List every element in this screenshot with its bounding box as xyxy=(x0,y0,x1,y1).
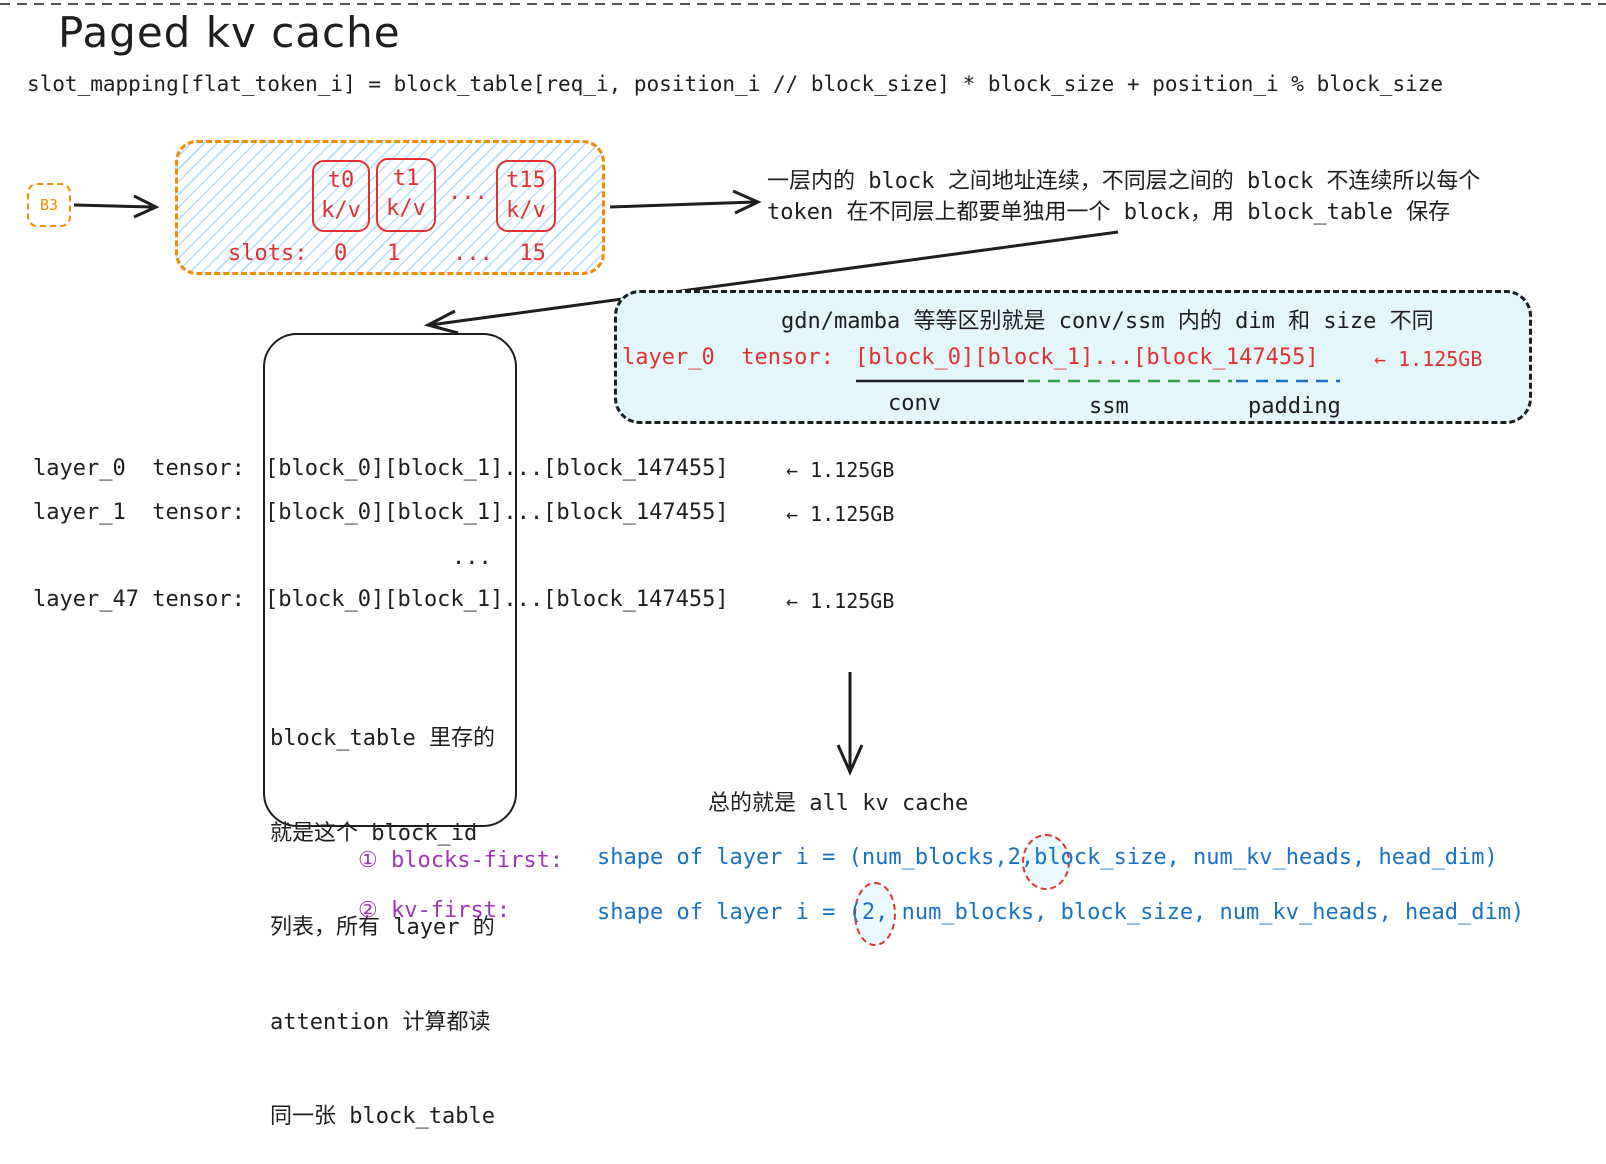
note-line: 列表，所有 layer 的 xyxy=(270,915,495,940)
mamba-tensor: [block_0][block_1]...[block_147455] xyxy=(855,345,1319,370)
shape-post: num_blocks, block_size, num_kv_heads, he… xyxy=(888,900,1525,925)
annotation-line-1: 一层内的 block 之间地址连续，不同层之间的 block 不连续所以每个 xyxy=(767,169,1481,194)
layer-label: layer_0 tensor: xyxy=(33,456,245,481)
total-kv-cache-note: 总的就是 all kv cache xyxy=(708,791,969,816)
layer-blocks-0: [block_0][block_1]...[block_147455] xyxy=(265,456,729,481)
note-line: attention 计算都读 xyxy=(270,1009,491,1035)
page-title: Paged kv cache xyxy=(58,8,401,57)
shape-pre: shape of layer i = (num_blocks, xyxy=(597,845,1008,870)
shape-post: block_size, num_kv_heads, head_dim) xyxy=(1034,845,1498,870)
mamba-layer-label: layer_0 tensor: xyxy=(622,345,834,370)
shape-pre: shape of layer i = xyxy=(597,900,849,925)
slot-kv: k/v xyxy=(386,196,426,221)
block-table-arrow-head xyxy=(423,309,459,335)
shape-label-kv-first: ② kv-first: xyxy=(358,898,511,923)
layer-blocks-1: [block_0][block_1]...[block_147455] xyxy=(265,500,729,525)
slot-t0: t0 k/v xyxy=(312,160,370,232)
slot-token: t15 xyxy=(506,168,546,193)
slot-t15: t15 k/v xyxy=(496,160,556,232)
kv-page-block xyxy=(175,140,605,275)
note-line: 同一张 block_table xyxy=(270,1104,495,1129)
shape-label-blocks-first: ① blocks-first: xyxy=(358,848,564,873)
layer-size-0: ← 1.125GB xyxy=(786,458,895,482)
segment-padding: padding xyxy=(1248,394,1341,419)
layer-label: layer_1 tensor: xyxy=(33,500,245,525)
segment-ssm: ssm xyxy=(1089,394,1129,419)
layer-size-47: ← 1.125GB xyxy=(786,589,895,613)
annotation-arrow-head xyxy=(732,189,762,215)
slot-kv: k/v xyxy=(506,198,546,223)
layer-row-0: layer_0 tensor: xyxy=(33,456,245,481)
annotation-arrow xyxy=(609,200,756,209)
request-arrow-head xyxy=(133,194,160,219)
block-table-box xyxy=(263,333,517,827)
slots-label: slots: 0 1 ... 15 xyxy=(228,241,546,266)
slot-t1: t1 k/v xyxy=(376,158,436,232)
shape-circled: 2, xyxy=(1007,845,1035,870)
layer-size-1: ← 1.125GB xyxy=(786,502,895,526)
note-line: 就是这个 block_id xyxy=(270,820,478,846)
layer-row-47: layer_47 tensor: xyxy=(33,587,245,612)
slot-ellipsis: ... xyxy=(448,180,488,205)
request-arrow xyxy=(73,203,153,209)
slot-kv: k/v xyxy=(321,198,361,223)
layer-label: layer_47 tensor: xyxy=(33,587,245,612)
blocks-first-kv-dim-highlight xyxy=(1022,834,1070,890)
mamba-layout-box xyxy=(614,290,1532,424)
segment-conv: conv xyxy=(888,391,941,416)
kv-first-kv-dim-highlight xyxy=(854,882,896,946)
slot-mapping-formula: slot_mapping[flat_token_i] = block_table… xyxy=(27,72,1444,96)
annotation-line-2: token 在不同层上都要单独用一个 block，用 block_table 保… xyxy=(767,200,1451,225)
shape-circled: (2, xyxy=(848,900,889,925)
shape-kv-first: shape of layer i = (2, num_blocks, block… xyxy=(597,900,1524,925)
mamba-size: ← 1.125GB xyxy=(1374,347,1483,371)
shape-blocks-first: shape of layer i = (num_blocks,2,block_s… xyxy=(597,845,1498,870)
mamba-heading: gdn/mamba 等等区别就是 conv/ssm 内的 dim 和 size … xyxy=(781,309,1434,334)
connector-layer xyxy=(0,3,1606,776)
slot-token: t0 xyxy=(327,168,355,193)
total-arrow-head xyxy=(836,744,864,776)
slot-token: t1 xyxy=(392,166,420,191)
layer-blocks-47: [block_0][block_1]...[block_147455] xyxy=(265,587,729,612)
block-table-arrow xyxy=(429,230,1119,327)
layer-row-1: layer_1 tensor: xyxy=(33,500,245,525)
mamba-segment-underlines xyxy=(856,379,1340,383)
request-b3-tag: B3 xyxy=(27,183,71,227)
layers-ellipsis: ... xyxy=(452,545,492,570)
note-line: block_table 里存的 xyxy=(270,726,495,751)
